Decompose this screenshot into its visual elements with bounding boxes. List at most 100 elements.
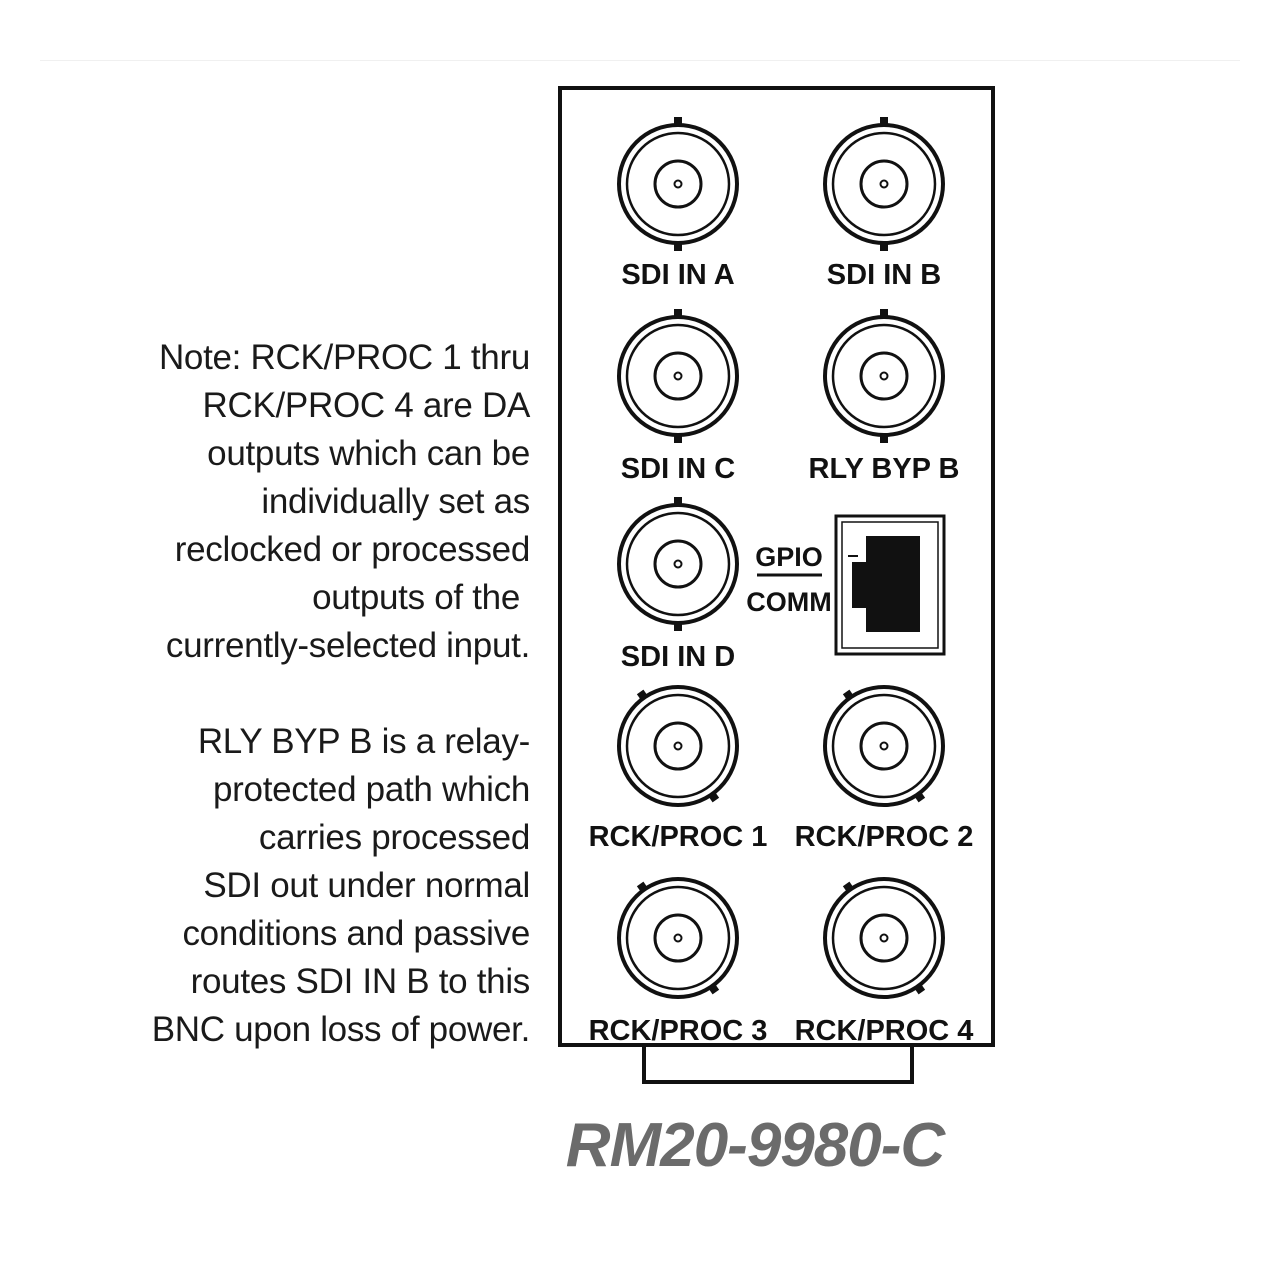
note-line: carries processed <box>258 818 530 857</box>
note-paragraph-2: RLY BYP B is a relay- protected path whi… <box>60 718 531 1054</box>
top-divider <box>40 60 1240 61</box>
notes-text: Note: RCK/PROC 1 thru RCK/PROC 4 are DA … <box>60 334 531 1054</box>
bnc-inner-ring <box>625 511 731 617</box>
bnc-center-pin <box>673 741 683 751</box>
rck-proc-2-bnc-connector[interactable] <box>823 685 945 807</box>
bnc-insulator <box>859 721 909 771</box>
bnc-center-pin <box>673 371 683 381</box>
rck-proc-3-bnc-connector[interactable] <box>617 877 739 999</box>
bnc-inner-ring <box>831 693 937 799</box>
note-paragraph-1: Note: RCK/PROC 1 thru RCK/PROC 4 are DA … <box>60 334 530 670</box>
bnc-outer-ring <box>823 315 945 437</box>
bnc-outer-ring <box>617 685 739 807</box>
bnc-inner-ring <box>831 131 937 237</box>
bnc-center-pin <box>673 559 683 569</box>
gpio-label: GPIO <box>755 542 823 572</box>
note-line: protected path which <box>213 770 530 809</box>
bnc-inner-ring <box>831 323 937 429</box>
bnc-insulator <box>859 913 909 963</box>
bnc-bayonet-stud <box>880 243 888 251</box>
note-line: RCK/PROC 4 are DA <box>202 386 531 425</box>
note-line: BNC upon loss of power. <box>151 1010 531 1049</box>
bnc-bayonet-stud <box>707 791 720 803</box>
rly-byp-b-label: RLY BYP B <box>809 453 960 485</box>
bnc-outer-ring <box>617 123 739 245</box>
gpio-comm-port[interactable] <box>834 514 946 656</box>
bnc-bayonet-stud <box>674 309 682 317</box>
bnc-bayonet-stud <box>842 689 855 701</box>
model-number: RM20-9980-C <box>565 1111 945 1180</box>
note-line: conditions and passive <box>182 914 530 953</box>
bnc-outer-ring <box>823 685 945 807</box>
bnc-bayonet-stud <box>674 497 682 505</box>
bnc-insulator <box>653 721 703 771</box>
bnc-outer-ring <box>823 123 945 245</box>
bnc-insulator <box>653 913 703 963</box>
rck-proc-1-bnc-connector[interactable] <box>617 685 739 807</box>
bnc-outer-ring <box>823 877 945 999</box>
note-line: routes SDI IN B to this <box>190 962 531 1001</box>
bnc-bayonet-stud <box>674 243 682 251</box>
bnc-outer-ring <box>617 877 739 999</box>
bnc-insulator <box>653 539 703 589</box>
sdi-in-a-label: SDI IN A <box>621 259 734 291</box>
bnc-bayonet-stud <box>842 881 855 893</box>
note-line: SDI out under normal <box>203 866 530 905</box>
sdi-in-c-bnc-connector[interactable] <box>617 309 739 443</box>
note-line: reclocked or processed <box>174 530 531 569</box>
bnc-insulator <box>859 159 909 209</box>
bnc-outer-ring <box>617 503 739 625</box>
bnc-bayonet-stud <box>636 689 649 701</box>
rj45-inner-frame <box>841 521 939 649</box>
rj45-frame <box>834 514 946 656</box>
sdi-in-b-bnc-connector[interactable] <box>823 117 945 251</box>
rck-proc-4-bnc-connector[interactable] <box>823 877 945 999</box>
bnc-bayonet-stud <box>880 435 888 443</box>
bnc-insulator <box>653 159 703 209</box>
note-line: individually set as <box>261 482 530 521</box>
bnc-bayonet-stud <box>880 117 888 125</box>
note-line: currently-selected input. <box>165 626 530 665</box>
bnc-bayonet-stud <box>636 881 649 893</box>
bnc-inner-ring <box>831 885 937 991</box>
bnc-center-pin <box>673 179 683 189</box>
bnc-bayonet-stud <box>913 791 926 803</box>
bnc-insulator <box>653 351 703 401</box>
bnc-bayonet-stud <box>674 435 682 443</box>
bnc-bayonet-stud <box>707 983 720 995</box>
comm-label: COMM <box>746 587 831 617</box>
sdi-in-d-label: SDI IN D <box>621 641 735 673</box>
bnc-inner-ring <box>625 885 731 991</box>
bnc-bayonet-stud <box>674 117 682 125</box>
bnc-outer-ring <box>617 315 739 437</box>
panel-outline <box>558 86 995 1047</box>
bnc-bayonet-stud <box>880 309 888 317</box>
bnc-bayonet-stud <box>913 983 926 995</box>
sdi-in-c-label: SDI IN C <box>621 453 735 485</box>
bnc-center-pin <box>879 371 889 381</box>
rj45-socket-icon <box>852 536 920 632</box>
rck-proc-1-label: RCK/PROC 1 <box>589 821 768 853</box>
rck-proc-3-label: RCK/PROC 3 <box>589 1015 768 1047</box>
bnc-center-pin <box>879 179 889 189</box>
bnc-center-pin <box>673 933 683 943</box>
note-line: Note: RCK/PROC 1 thru <box>158 338 530 377</box>
bnc-connectors <box>617 117 945 999</box>
bnc-center-pin <box>879 741 889 751</box>
bnc-inner-ring <box>625 693 731 799</box>
bnc-bayonet-stud <box>674 623 682 631</box>
note-line: outputs of the <box>312 578 520 617</box>
panel-bottom-tab <box>642 1045 914 1084</box>
note-line: outputs which can be <box>207 434 530 473</box>
note-line: RLY BYP B is a relay- <box>197 722 530 761</box>
rck-proc-4-label: RCK/PROC 4 <box>795 1015 974 1047</box>
sdi-in-b-label: SDI IN B <box>827 259 941 291</box>
bnc-inner-ring <box>625 323 731 429</box>
rck-proc-2-label: RCK/PROC 2 <box>795 821 974 853</box>
bnc-inner-ring <box>625 131 731 237</box>
sdi-in-a-bnc-connector[interactable] <box>617 117 739 251</box>
rly-byp-b-bnc-connector[interactable] <box>823 309 945 443</box>
sdi-in-d-bnc-connector[interactable] <box>617 497 739 631</box>
bnc-insulator <box>859 351 909 401</box>
